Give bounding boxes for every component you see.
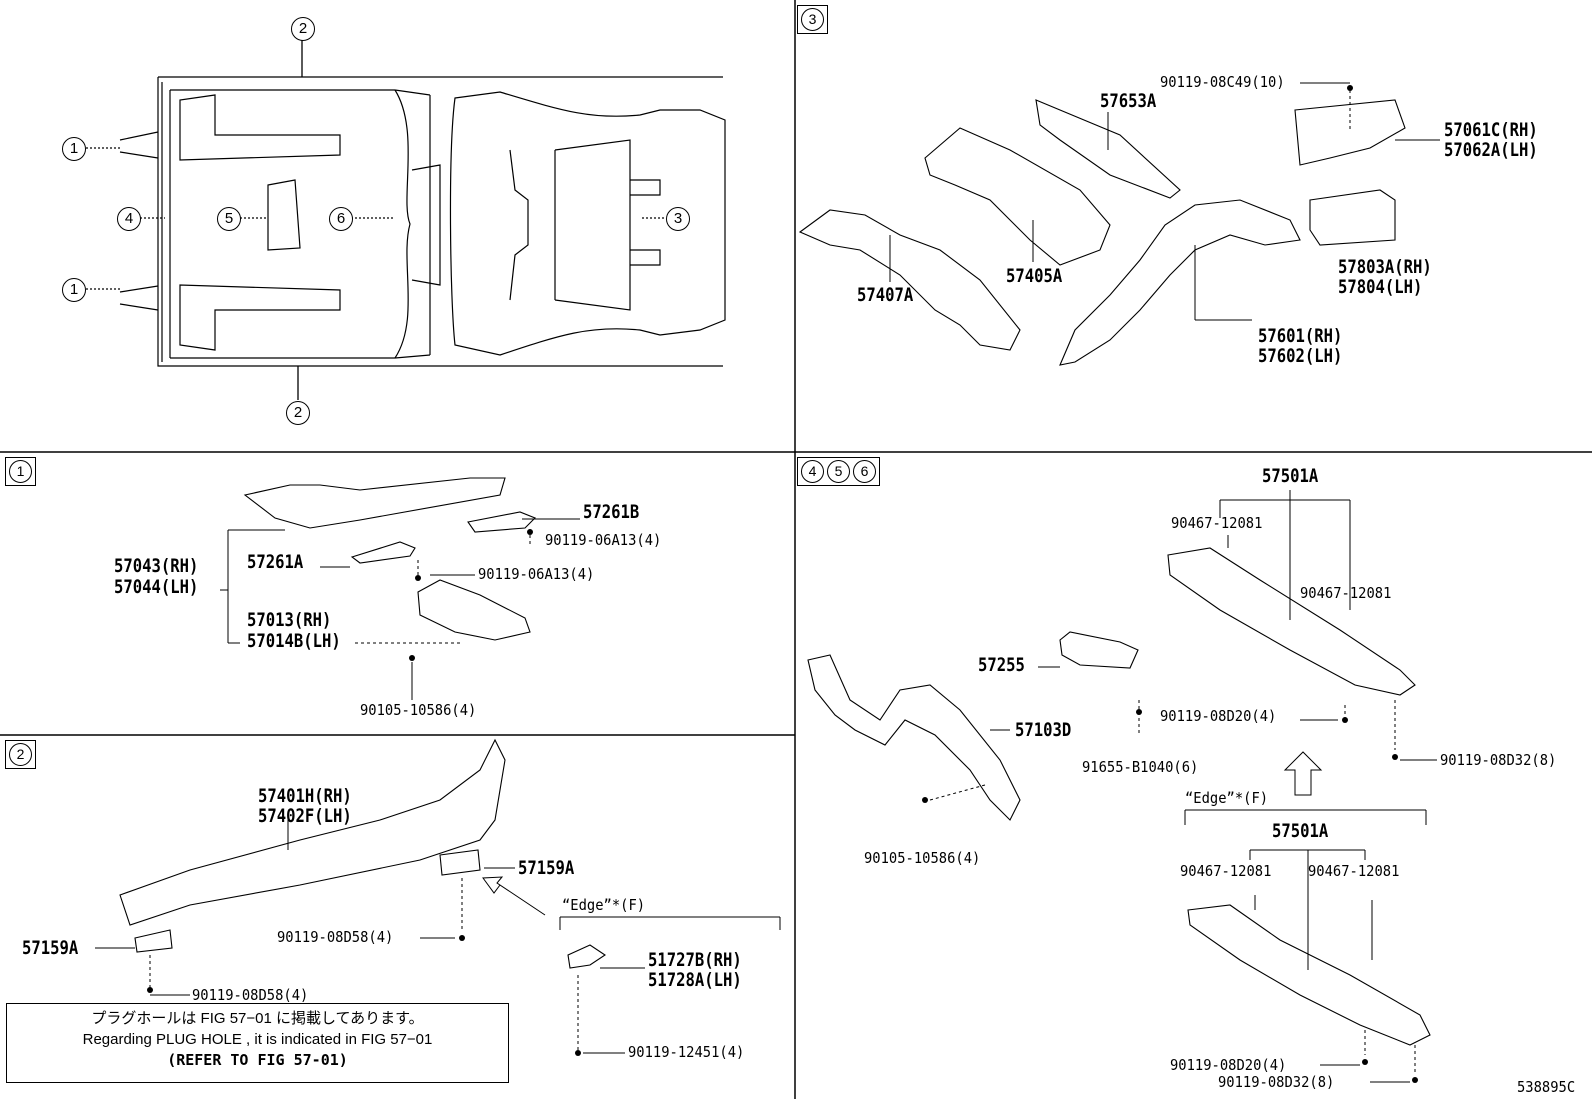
part-label: 90119-08D20(4) bbox=[1160, 707, 1277, 725]
part-label: 90119-08D32(8) bbox=[1440, 751, 1557, 769]
panel-tag-1: 1 bbox=[5, 457, 36, 486]
note-line-en: Regarding PLUG HOLE , it is indicated in… bbox=[82, 1031, 433, 1048]
part-label: 57043(RH) bbox=[114, 555, 199, 577]
part-label: 57013(RH) bbox=[247, 609, 332, 631]
part-label: 90119-08D20(4) bbox=[1170, 1056, 1287, 1074]
part-label: 90467-12081 bbox=[1300, 584, 1392, 602]
part-label: 57255 bbox=[978, 654, 1025, 676]
edge-label: “Edge”*(F) bbox=[562, 896, 646, 914]
part-label: 57014B(LH) bbox=[247, 630, 341, 652]
panel-tag-3: 3 bbox=[797, 5, 828, 34]
callout-3: 3 bbox=[666, 207, 690, 231]
part-label: 57601(RH) bbox=[1258, 325, 1343, 347]
note-line-ja: プラグホールは FIG 57−01 に掲載してあります。 bbox=[91, 1010, 424, 1027]
part-label: 57405A bbox=[1006, 265, 1063, 287]
part-label: 90467-12081 bbox=[1171, 514, 1263, 532]
part-label: 57407A bbox=[857, 284, 914, 306]
part-label: 57803A(RH) bbox=[1338, 256, 1432, 278]
part-label: 51728A(LH) bbox=[648, 969, 742, 991]
part-label: 57159A bbox=[22, 937, 79, 959]
part-label: 57501A bbox=[1272, 820, 1329, 842]
panel1-leaders bbox=[220, 518, 580, 700]
part-label: 90119-06A13(4) bbox=[478, 565, 595, 583]
part-label: 90105-10586(4) bbox=[360, 701, 477, 719]
note-line-ref: (REFER TO FIG 57-01) bbox=[167, 1051, 348, 1069]
top-view-leaders bbox=[86, 147, 664, 290]
part-label: 57804(LH) bbox=[1338, 276, 1423, 298]
part-label: 90119-06A13(4) bbox=[545, 531, 662, 549]
part-label: 90119-08D58(4) bbox=[192, 986, 309, 1004]
panel2-parts bbox=[119, 738, 606, 969]
part-label: 90119-08C49(10) bbox=[1160, 73, 1285, 91]
callout-2-top: 2 bbox=[291, 17, 315, 41]
part-label: 57261A bbox=[247, 551, 304, 573]
part-label: 57159A bbox=[518, 857, 575, 879]
panel456-leaders bbox=[929, 490, 1437, 1083]
part-label: 90119-08D32(8) bbox=[1218, 1073, 1335, 1091]
panel3-leaders bbox=[889, 82, 1440, 321]
part-label: 57061C(RH) bbox=[1444, 119, 1538, 141]
part-label: 57062A(LH) bbox=[1444, 139, 1538, 161]
part-label: 57602(LH) bbox=[1258, 345, 1343, 367]
figure-id: 538895C bbox=[1517, 1078, 1576, 1096]
part-label: 57653A bbox=[1100, 90, 1157, 112]
part-label: 90467-12081 bbox=[1308, 862, 1400, 880]
callout-2-bottom: 2 bbox=[286, 401, 310, 425]
part-label: 57044(LH) bbox=[114, 576, 199, 598]
edge-label: “Edge”*(F) bbox=[1185, 789, 1269, 807]
panel3-parts bbox=[798, 99, 1406, 366]
callout-1-upper: 1 bbox=[62, 137, 86, 161]
plug-hole-note: プラグホールは FIG 57−01 に掲載してあります。 Regarding P… bbox=[6, 1003, 509, 1083]
part-label: 90119-12451(4) bbox=[628, 1043, 745, 1061]
callout-6: 6 bbox=[329, 207, 353, 231]
panel2-leaders bbox=[95, 815, 781, 1054]
callout-5: 5 bbox=[217, 207, 241, 231]
part-label: 90467-12081 bbox=[1180, 862, 1272, 880]
part-label: 90119-08D58(4) bbox=[277, 928, 394, 946]
part-label: 57261B bbox=[583, 501, 640, 523]
part-label: 57103D bbox=[1015, 719, 1072, 741]
panel-tag-2: 2 bbox=[5, 740, 36, 769]
panel456-parts bbox=[807, 547, 1431, 1046]
panel1-parts bbox=[243, 477, 536, 641]
part-label: 57501A bbox=[1262, 465, 1319, 487]
callout-4: 4 bbox=[117, 207, 141, 231]
part-label: 51727B(RH) bbox=[648, 949, 742, 971]
fasteners bbox=[147, 85, 1418, 1083]
part-label: 91655-B1040(6) bbox=[1082, 758, 1199, 776]
callout-1-lower: 1 bbox=[62, 278, 86, 302]
part-label: 57401H(RH) bbox=[258, 785, 352, 807]
part-label: 57402F(LH) bbox=[258, 805, 352, 827]
part-label: 90105-10586(4) bbox=[864, 849, 981, 867]
underbody-plan-view bbox=[119, 76, 726, 367]
